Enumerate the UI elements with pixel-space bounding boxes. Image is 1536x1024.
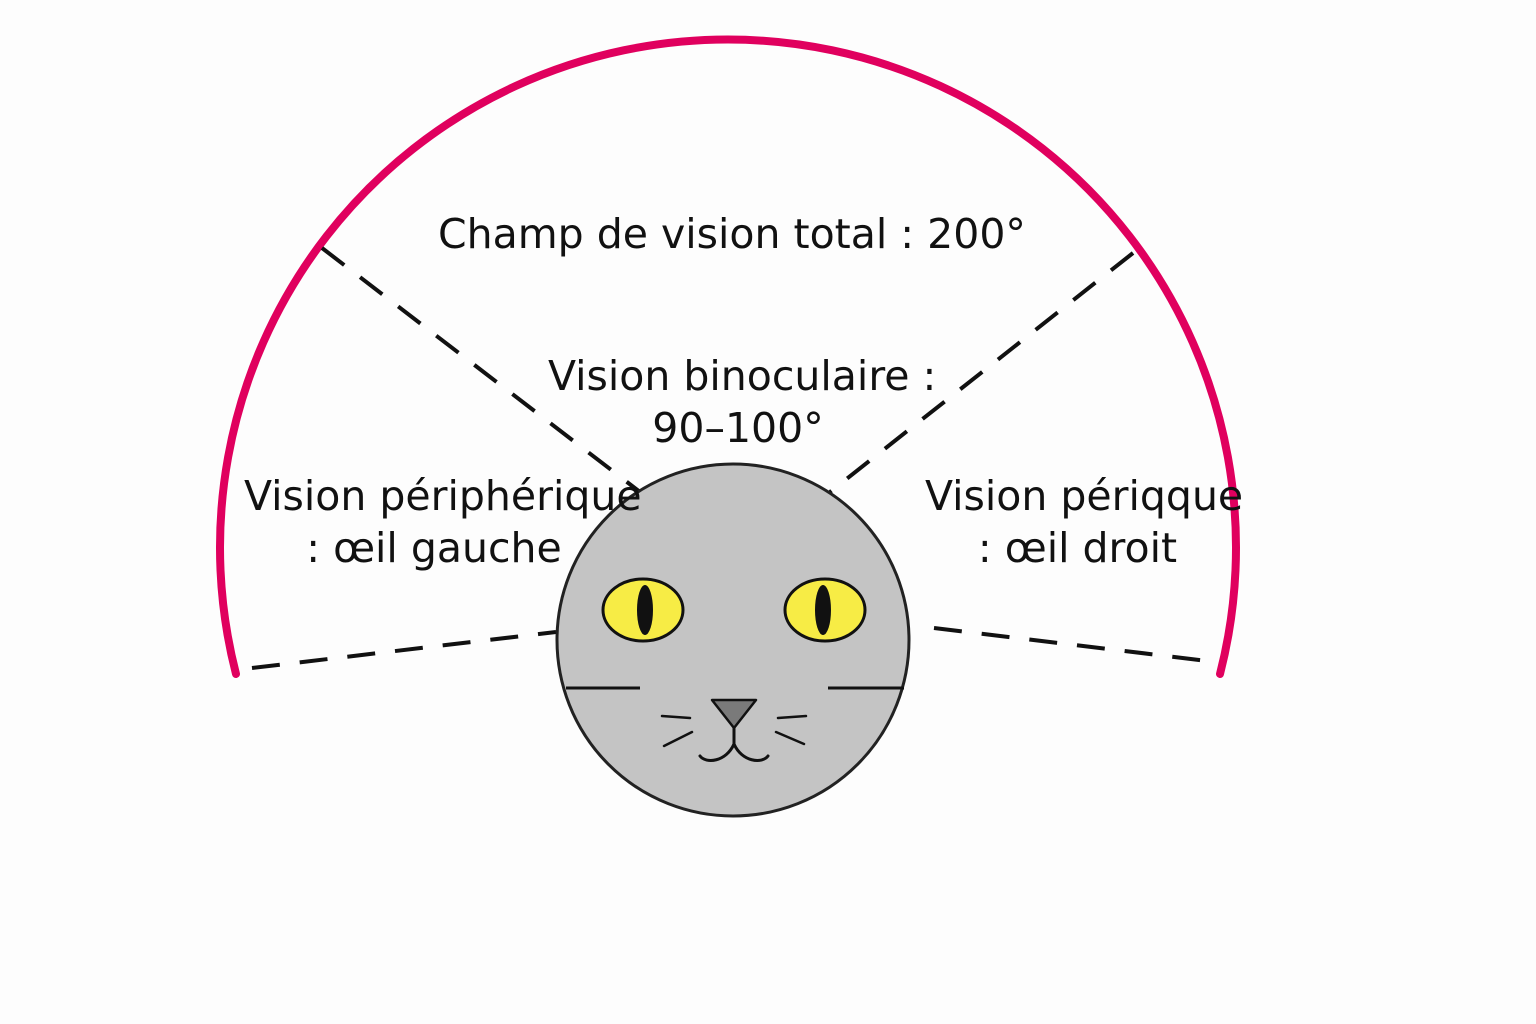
whiskers-left [660, 714, 694, 748]
total-field-arc [216, 35, 1240, 678]
right-eye-icon [783, 577, 867, 643]
peripheral-right-line-2: : œil droit [977, 524, 1178, 572]
whiskers-right [774, 714, 808, 746]
cat-face-icon [555, 462, 911, 818]
binocular-line-1: Vision binoculaire : [548, 352, 937, 400]
peripheral-left-line-1: Vision périphérique [244, 472, 642, 520]
peripheral-boundary-left [251, 630, 557, 670]
left-eye-icon [601, 577, 685, 643]
binocular-boundary-left [320, 246, 642, 494]
total-field-label: Champ de vision total : 200° [438, 208, 1038, 260]
peripheral-boundary-right [933, 626, 1217, 664]
total-field-text: Champ de vision total : 200° [438, 210, 1026, 258]
binocular-line-2: 90–100° [652, 404, 824, 452]
peripheral-right-line-1: Vision périqque [925, 472, 1244, 520]
nose-icon [710, 698, 758, 730]
peripheral-left-line-2: : œil gauche [306, 524, 562, 572]
binocular-vision-label: Vision binoculaire : 90–100° [548, 350, 937, 454]
mouth-icon [698, 726, 770, 762]
peripheral-right-label: Vision périqque : œil droit [925, 470, 1244, 574]
binocular-boundary-right [828, 251, 1135, 494]
cat-head [555, 462, 911, 818]
peripheral-left-label: Vision périphérique : œil gauche [244, 470, 642, 574]
